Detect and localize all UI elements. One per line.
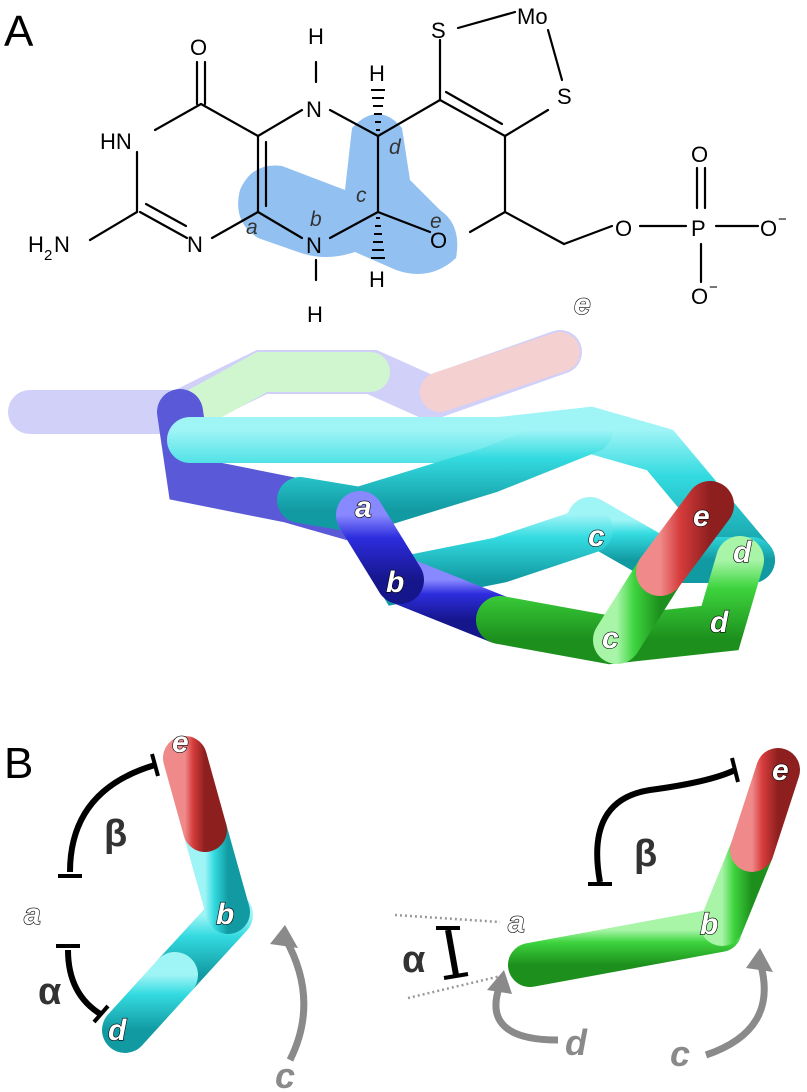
pos-label-c: c — [356, 184, 367, 207]
tube-label-cyan-e: e — [574, 288, 591, 321]
c-label-left: c — [275, 1055, 295, 1092]
atom-h-d: H — [369, 61, 385, 86]
c-arrowhead-left — [270, 925, 298, 948]
atom-s-right: S — [557, 84, 572, 109]
atom-h-n10: H — [307, 302, 323, 327]
c-arrow-left — [281, 936, 308, 1062]
pos-label-b: b — [310, 208, 322, 231]
panel-label-b: B — [4, 739, 33, 788]
alpha-dotted-line-top — [394, 913, 501, 924]
pos-label-a: a — [246, 216, 258, 239]
label-left-d: d — [108, 1014, 127, 1047]
label-left-e: e — [172, 726, 189, 759]
label-right-b: b — [700, 908, 718, 941]
beta-tick-right-2 — [730, 757, 740, 783]
alpha-label-left: α — [38, 971, 61, 1013]
hashed-wedge-c — [371, 217, 385, 259]
alpha-bracket-right — [445, 929, 459, 976]
label-right-e: e — [772, 754, 789, 787]
d-arrowhead-right — [487, 970, 512, 994]
atom-n-ring: N — [187, 232, 203, 257]
atom-hn: HN — [100, 129, 132, 154]
c-arrowhead-right — [746, 948, 773, 972]
tube-label-green-e: e — [693, 500, 710, 533]
panel-label-a: A — [4, 7, 34, 56]
atom-n10: N — [306, 233, 322, 258]
hashed-wedge-d — [371, 89, 385, 131]
tube-label-green-d: d — [710, 606, 729, 639]
d-arrow-right — [492, 983, 559, 1044]
label-left-b: b — [216, 898, 234, 931]
atom-o-ring: O — [430, 228, 447, 253]
beta-arc-left — [67, 762, 156, 873]
panel-b-left-model — [6, 736, 256, 1053]
svg-text:−: − — [709, 279, 718, 296]
label-right-a: a — [508, 906, 525, 939]
label-left-a: a — [24, 898, 41, 931]
atom-h-n5: H — [308, 24, 324, 49]
beta-label-right: β — [634, 833, 657, 875]
tube-model-3d — [8, 277, 775, 665]
atom-n5: N — [306, 97, 322, 122]
svg-text:O: O — [760, 216, 777, 241]
atom-o-carbonyl: O — [190, 35, 207, 60]
d-label-right: d — [565, 1022, 588, 1063]
tube-label-cyan-c: c — [588, 520, 605, 553]
tube-label-green-c: c — [602, 622, 619, 655]
svg-text:O: O — [691, 284, 708, 309]
alpha-tick-right-2 — [443, 972, 469, 980]
atom-o-p-right: O − — [760, 211, 787, 241]
beta-label-left: β — [104, 813, 127, 855]
panel-b-right-model — [501, 748, 800, 987]
tube-label-cyan-d: d — [733, 536, 752, 569]
atom-o-p-top: O — [691, 142, 708, 167]
pos-label-d: d — [389, 136, 402, 159]
structure-bonds — [88, 10, 760, 284]
atom-o-p-bottom: O − — [691, 279, 718, 309]
atom-o-link: O — [615, 216, 632, 241]
tube-label-cyan-a: a — [355, 491, 372, 524]
alpha-dotted-line-bottom — [407, 973, 506, 1000]
alpha-label-right: α — [402, 939, 425, 981]
svg-text:2: 2 — [44, 247, 52, 264]
alpha-arc-left — [65, 949, 104, 1018]
atom-p: P — [691, 216, 706, 241]
pos-label-e: e — [430, 210, 442, 233]
svg-text:−: − — [778, 211, 787, 228]
svg-text:N: N — [54, 232, 70, 257]
atom-s-left: S — [431, 18, 446, 43]
highlight-region — [238, 114, 458, 274]
c-arrow-right — [704, 961, 768, 1059]
tube-label-blue-b: b — [386, 566, 404, 599]
atom-h-c: H — [369, 267, 385, 292]
beta-arc-right — [594, 767, 737, 883]
atom-mo: Mo — [517, 4, 548, 29]
c-label-right: c — [670, 1033, 690, 1074]
svg-text:H: H — [28, 232, 44, 257]
alpha-tick-left-2 — [92, 1004, 110, 1024]
beta-tick-left-2 — [150, 753, 160, 777]
atom-h2n: H 2 N — [28, 232, 70, 264]
